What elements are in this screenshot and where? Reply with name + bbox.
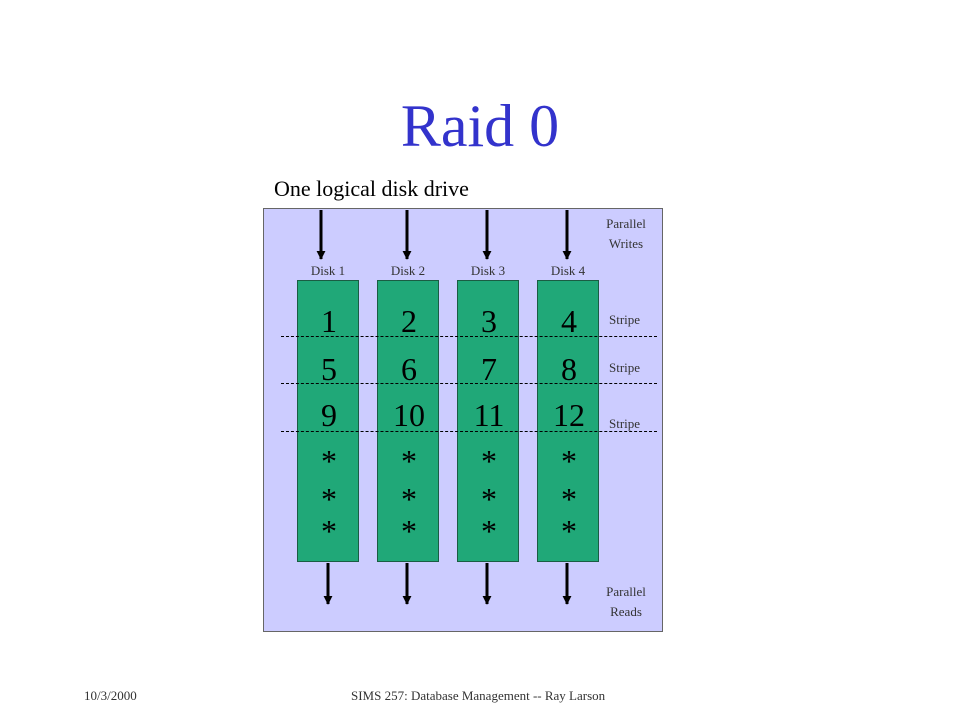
block-3: 3 (481, 303, 497, 339)
more-blocks-marker: * (401, 481, 417, 517)
footer-course: SIMS 257: Database Management -- Ray Lar… (351, 688, 606, 703)
diagram-subtitle: One logical disk drive (274, 176, 469, 201)
block-2: 2 (401, 303, 417, 339)
block-5: 5 (321, 351, 337, 387)
more-blocks-marker: * (481, 513, 497, 549)
block-12: 12 (553, 397, 585, 433)
footer-date: 10/3/2000 (84, 688, 137, 703)
stripe-divider (281, 383, 657, 384)
stripe-label: Stripe (609, 416, 641, 431)
parallel-reads-text: Parallel Reads (606, 584, 646, 619)
disk-3: 3 7 11 * * * (457, 280, 519, 562)
stripe-divider (281, 336, 657, 337)
stripe-divider (281, 431, 657, 432)
more-blocks-marker: * (481, 481, 497, 517)
more-blocks-marker: * (561, 481, 577, 517)
parallel-reads-label: Parallel Reads (596, 582, 656, 622)
disk-2-label: Disk 2 (390, 263, 426, 278)
disk-1: 1 5 9 * * * (297, 280, 359, 562)
block-1: 1 (321, 303, 337, 339)
disk-4: 4 8 12 * * * (537, 280, 599, 562)
write-arrows (316, 210, 572, 260)
more-blocks-marker: * (401, 443, 417, 479)
block-4: 4 (561, 303, 577, 339)
stripe-label: Stripe (609, 312, 641, 327)
block-10: 10 (393, 397, 425, 433)
read-arrows (323, 563, 572, 605)
parallel-writes-text: Parallel Writes (606, 216, 646, 251)
more-blocks-marker: * (481, 443, 497, 479)
parallel-writes-label: Parallel Writes (596, 214, 656, 254)
disk-2: 2 6 10 * * * (377, 280, 439, 562)
more-blocks-marker: * (401, 513, 417, 549)
more-blocks-marker: * (321, 481, 337, 517)
stripe-label: Stripe (609, 360, 641, 375)
more-blocks-marker: * (321, 443, 337, 479)
block-9: 9 (321, 397, 337, 433)
slide-title: Raid 0 (400, 93, 560, 159)
block-8: 8 (561, 351, 577, 387)
disk-1-label: Disk 1 (310, 263, 346, 278)
disk-4-label: Disk 4 (550, 263, 586, 278)
block-6: 6 (401, 351, 417, 387)
disk-3-label: Disk 3 (470, 263, 506, 278)
block-7: 7 (481, 351, 497, 387)
more-blocks-marker: * (321, 513, 337, 549)
block-11: 11 (473, 397, 505, 433)
more-blocks-marker: * (561, 443, 577, 479)
more-blocks-marker: * (561, 513, 577, 549)
